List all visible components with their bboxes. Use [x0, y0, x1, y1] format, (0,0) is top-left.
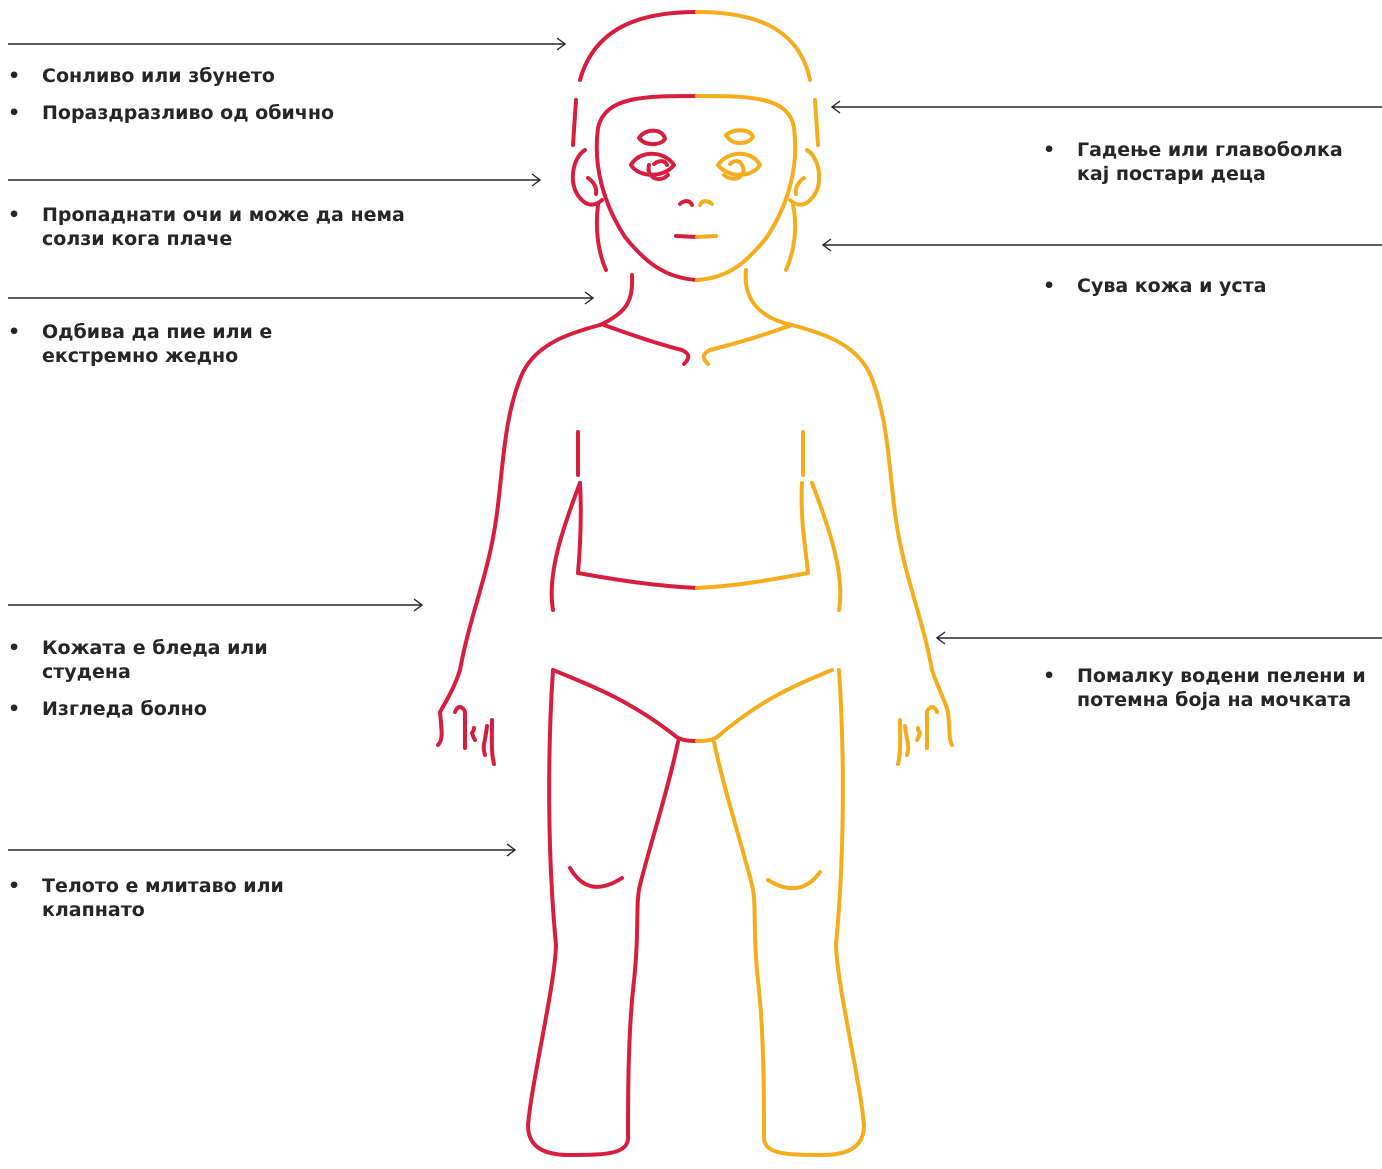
- head-side-right: [815, 100, 818, 145]
- symptom-fewer-wet-diapers: Помалку водени пелени и потемна боја на …: [1043, 664, 1377, 712]
- callout-dry-skin: Сува кожа и уста: [1043, 274, 1375, 311]
- callout-fewer-diapers: Помалку водени пелени и потемна боја на …: [1043, 664, 1377, 725]
- inner-leg-right: [714, 742, 764, 1135]
- waist-left: [578, 573, 697, 588]
- symptom-irritable: Пораздразливо од обично: [8, 101, 388, 125]
- collar-left: [604, 325, 688, 364]
- symptom-nausea-headache: Гадење или главоболка кај постари деца: [1043, 138, 1375, 186]
- hand-right: [898, 670, 952, 764]
- face-left: [597, 96, 697, 280]
- symptom-limp-body: Телото е млитаво или клапнато: [8, 874, 338, 922]
- callout-drowsy-irritable: Сонливо или збунето Пораздразливо од оби…: [8, 64, 388, 138]
- shoulder-arm-right: [792, 325, 932, 670]
- inner-arm-right: [812, 483, 840, 610]
- child-right-half: [697, 12, 952, 1155]
- knee-left: [570, 868, 622, 887]
- callout-limp-body: Телото е млитаво или клапнато: [8, 874, 338, 935]
- symptom-refuses-drink: Одбива да пие или е екстремно жедно: [8, 320, 308, 368]
- arrow-eyes: [8, 174, 540, 186]
- neck-right: [746, 270, 792, 325]
- eye-right: [718, 154, 760, 179]
- head-side-left: [573, 100, 576, 145]
- hand-left: [438, 670, 494, 764]
- callout-sunken-eyes: Пропаднати очи и може да нема солзи кога…: [8, 203, 468, 264]
- inner-leg-left: [628, 742, 678, 1135]
- arrow-skin-pale: [8, 599, 422, 611]
- arrow-dry-skin: [823, 239, 1382, 251]
- symptom-pale-skin: Кожата е бледа или студена: [8, 636, 308, 684]
- eye-left: [631, 154, 674, 179]
- head-top-left: [580, 12, 697, 80]
- mouth-right: [697, 236, 716, 237]
- collar-right: [704, 325, 792, 364]
- nostril-right: [700, 201, 712, 205]
- callout-thirst: Одбива да пие или е екстремно жедно: [8, 320, 308, 381]
- outer-leg-right: [764, 670, 864, 1155]
- arrow-limp: [8, 844, 515, 856]
- hip-right: [802, 483, 808, 573]
- symptom-drowsy: Сонливо или збунето: [8, 64, 388, 88]
- neck-left: [600, 275, 632, 325]
- hip-left: [578, 483, 581, 573]
- inner-arm-left: [552, 483, 580, 610]
- cheek-left: [597, 205, 606, 270]
- symptom-looks-ill: Изгледа болно: [8, 697, 308, 721]
- arrow-diapers: [937, 632, 1382, 644]
- callout-nausea: Гадење или главоболка кај постари деца: [1043, 138, 1375, 199]
- callout-pale-skin: Кожата е бледа или студена Изгледа болно: [8, 636, 308, 734]
- waist-right: [697, 573, 808, 588]
- nostril-left: [680, 201, 692, 205]
- mouth-left: [676, 236, 697, 237]
- underwear-left: [553, 670, 697, 741]
- head-top-right: [697, 12, 810, 80]
- outer-leg-left: [528, 670, 628, 1155]
- arrow-nausea: [832, 101, 1382, 113]
- arrow-thirst: [8, 292, 593, 304]
- symptom-dry-skin-mouth: Сува кожа и уста: [1043, 274, 1375, 298]
- cheek-right: [786, 205, 795, 270]
- eye-brow-left: [639, 131, 665, 145]
- child-left-half: [438, 12, 697, 1155]
- arrow-drowsy: [8, 38, 565, 50]
- face-right: [697, 96, 795, 280]
- eye-brow-right: [726, 130, 753, 143]
- knee-right: [768, 872, 820, 888]
- underwear-right: [697, 670, 832, 741]
- symptom-sunken-eyes: Пропаднати очи и може да нема солзи кога…: [8, 203, 468, 251]
